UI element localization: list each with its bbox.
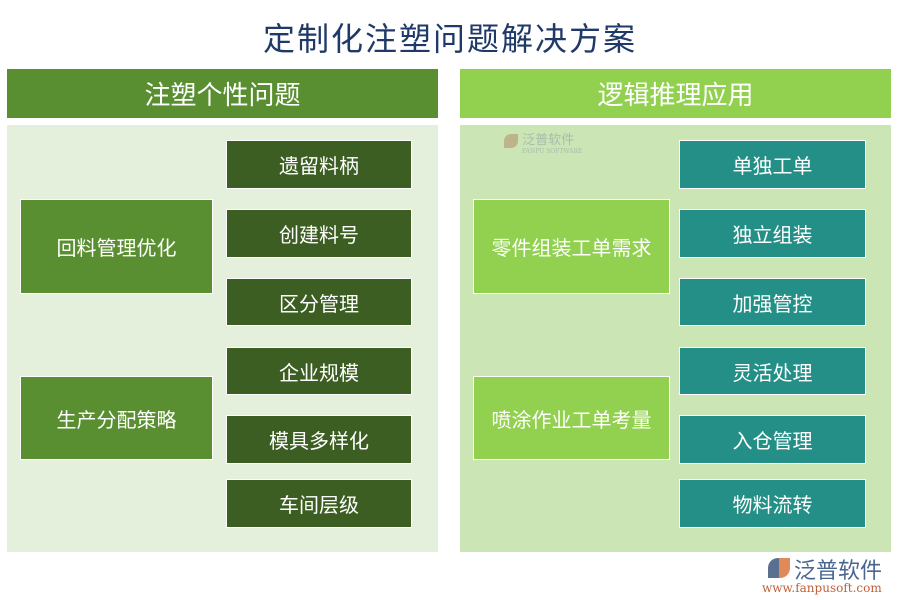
- left-item: 遗留料柄: [226, 140, 412, 189]
- page-title: 定制化注塑问题解决方案: [262, 20, 637, 58]
- watermark-leaf-icon: [504, 133, 518, 148]
- logo-leaf-icon: [768, 558, 790, 578]
- right-item: 独立组装: [679, 209, 866, 258]
- right-item: 灵活处理: [679, 347, 866, 395]
- right-item: 单独工单: [679, 140, 866, 189]
- right-header: 逻辑推理应用: [460, 69, 891, 118]
- right-item: 入仓管理: [679, 415, 866, 464]
- watermark-sub: FANPU SOFTWARE: [522, 148, 583, 155]
- logo-url: www.fanpusoft.com: [762, 581, 882, 595]
- fanpu-logo: 泛普软件 www.fanpusoft.com: [760, 553, 895, 598]
- left-item: 创建料号: [226, 209, 412, 258]
- watermark: 泛普软件 FANPU SOFTWARE: [504, 129, 582, 155]
- right-item: 物料流转: [679, 479, 866, 528]
- right-category-2: 喷涂作业工单考量: [473, 376, 670, 460]
- watermark-name: 泛普软件: [522, 133, 575, 148]
- right-category-1: 零件组装工单需求: [473, 199, 670, 294]
- left-item: 区分管理: [226, 278, 412, 326]
- left-item: 模具多样化: [226, 415, 412, 464]
- left-header: 注塑个性问题: [7, 69, 438, 118]
- left-item: 企业规模: [226, 347, 412, 395]
- logo-name: 泛普软件: [794, 559, 883, 584]
- left-category-1: 回料管理优化: [20, 199, 213, 294]
- right-item: 加强管控: [679, 278, 866, 326]
- left-category-2: 生产分配策略: [20, 376, 213, 460]
- left-item: 车间层级: [226, 479, 412, 528]
